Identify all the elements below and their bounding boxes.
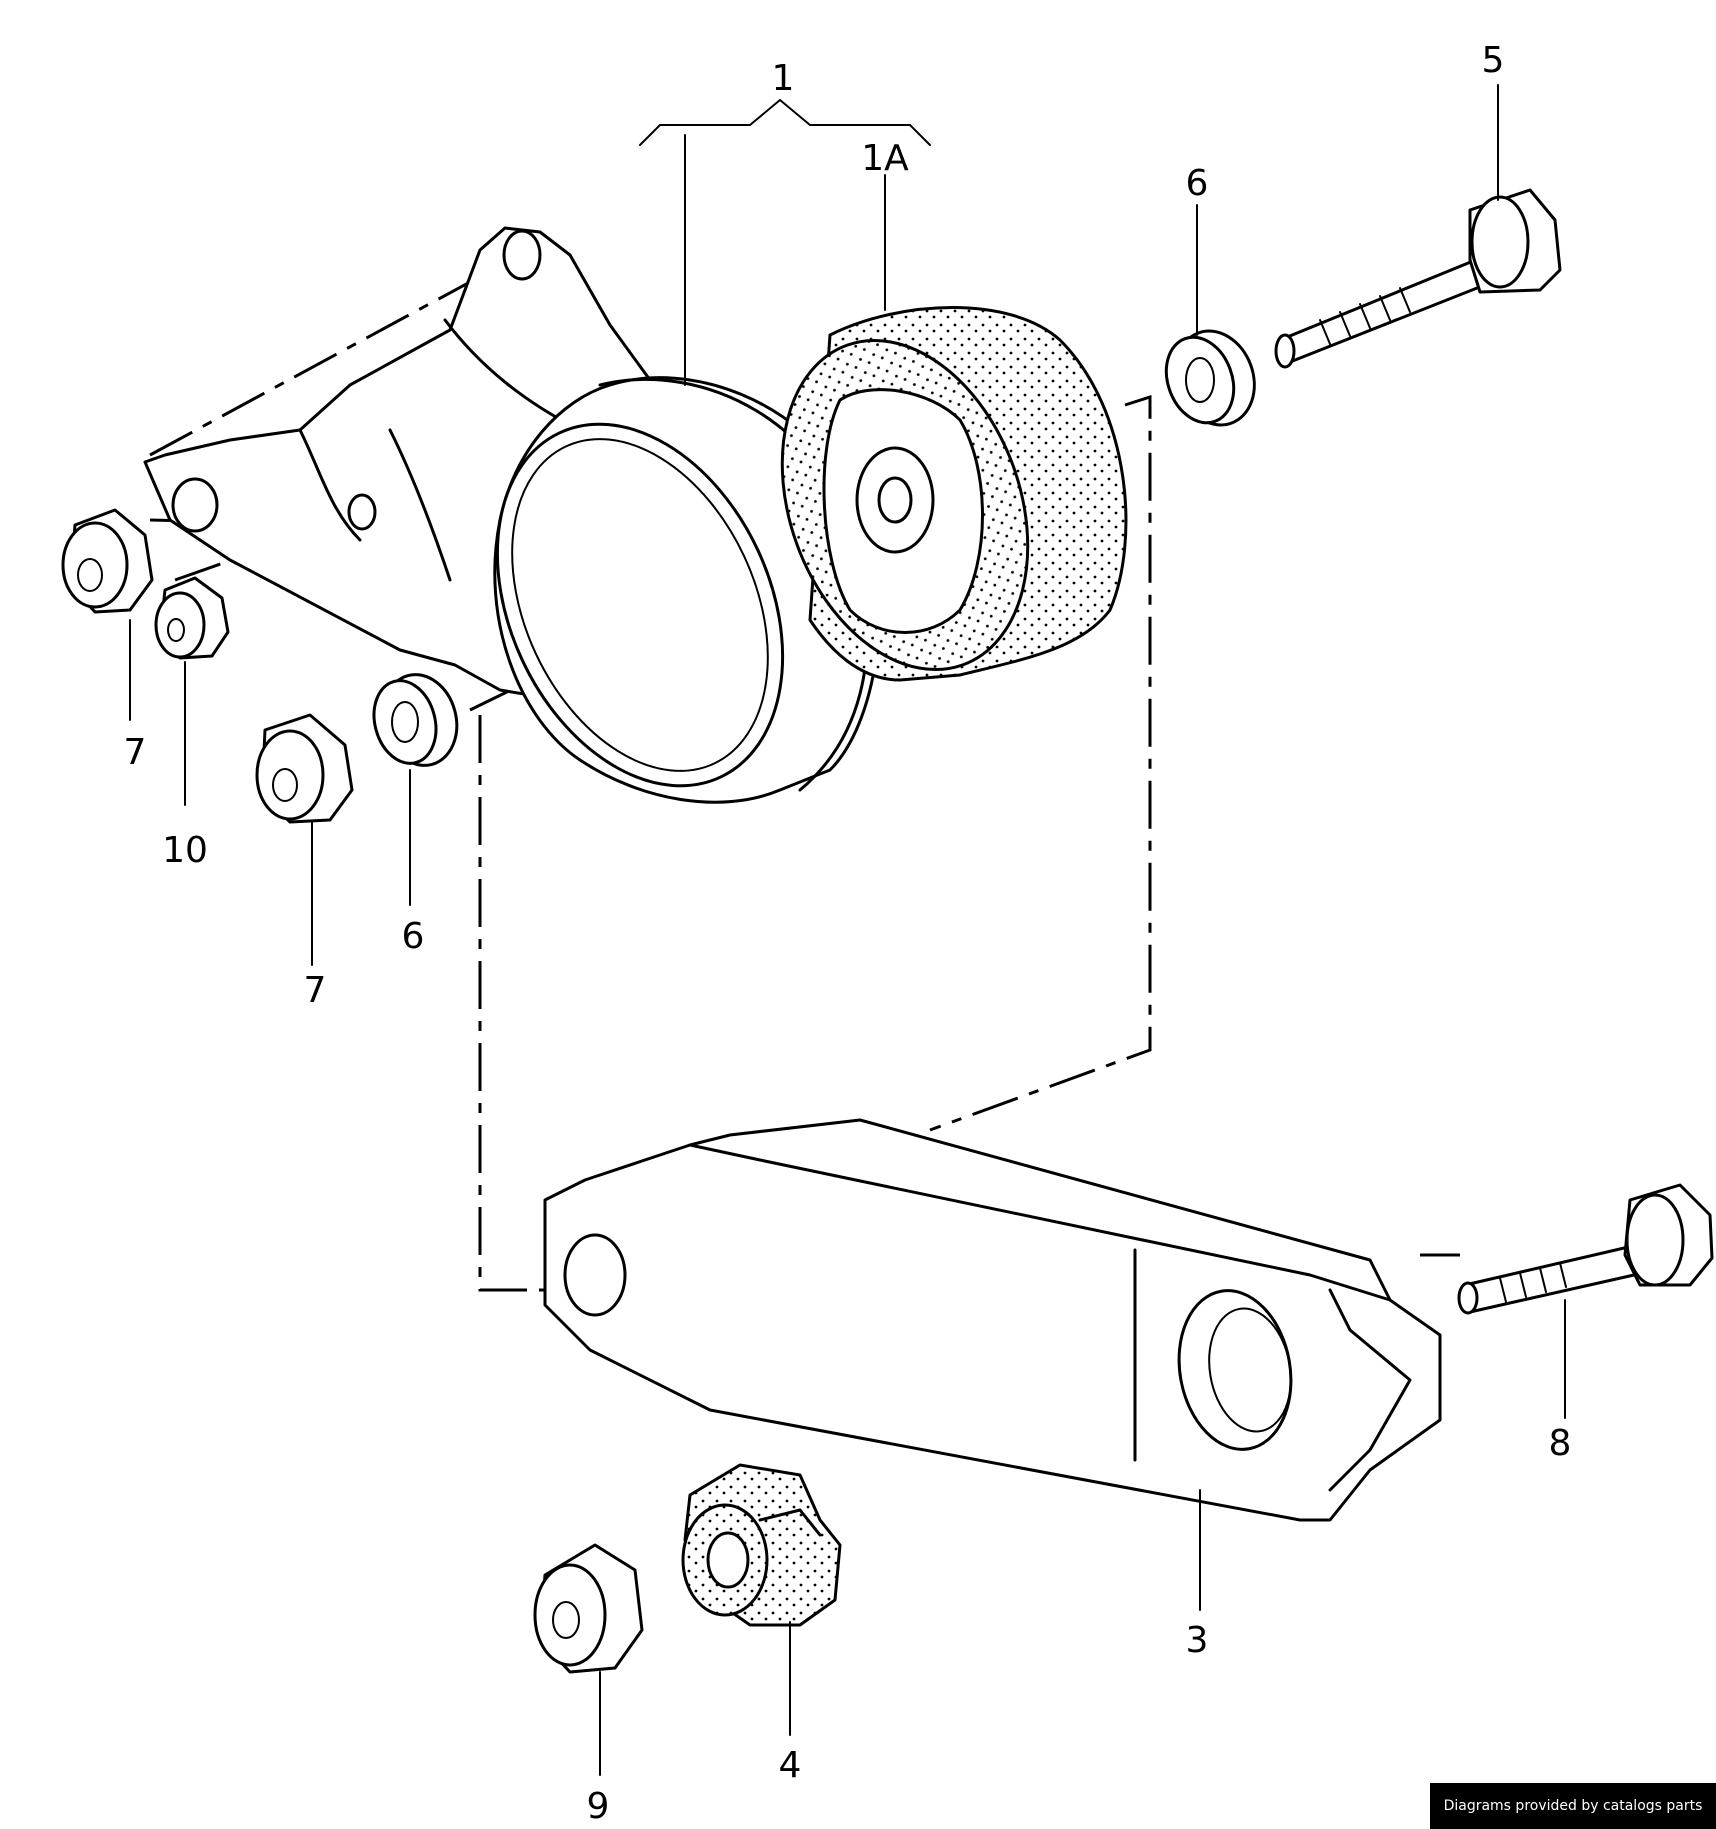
bracket-hole-top	[502, 229, 542, 281]
credit-badge: Diagrams provided by catalogs parts	[1430, 1783, 1716, 1829]
torque-arm	[543, 1118, 1442, 1522]
bush-4	[681, 1463, 842, 1627]
label-part-6-mid: 6	[402, 916, 425, 957]
label-part-4: 4	[779, 1745, 802, 1786]
label-part-3: 3	[1186, 1620, 1209, 1661]
label-part-9: 9	[587, 1786, 610, 1827]
nut-7-left	[61, 508, 154, 614]
label-part-6-top: 6	[1186, 163, 1209, 204]
label-part-10: 10	[162, 830, 208, 871]
torque-arm-hole-small	[563, 1233, 627, 1317]
callout-labels: 1 1A 6 5 7 10 7 6 8 3 4 9	[124, 40, 1572, 1827]
label-part-5: 5	[1482, 40, 1505, 81]
label-part-1a: 1A	[861, 138, 909, 179]
label-part-8: 8	[1549, 1423, 1572, 1464]
nut-10	[154, 576, 230, 660]
washer-6-mid	[372, 673, 459, 767]
bolt-8	[1457, 1183, 1714, 1315]
rubber-mount	[780, 306, 1128, 682]
nut-7-mid	[255, 713, 354, 824]
washer-6-top	[1164, 329, 1256, 427]
bracket-hole-left	[171, 477, 219, 533]
label-part-7-left: 7	[124, 732, 147, 773]
leader-lines	[129, 84, 1566, 1776]
bracket-hole-mid	[347, 493, 377, 531]
label-part-1: 1	[772, 58, 795, 99]
label-part-7-mid: 7	[304, 970, 327, 1011]
bolt-5	[1274, 188, 1562, 369]
nut-9	[533, 1543, 644, 1674]
